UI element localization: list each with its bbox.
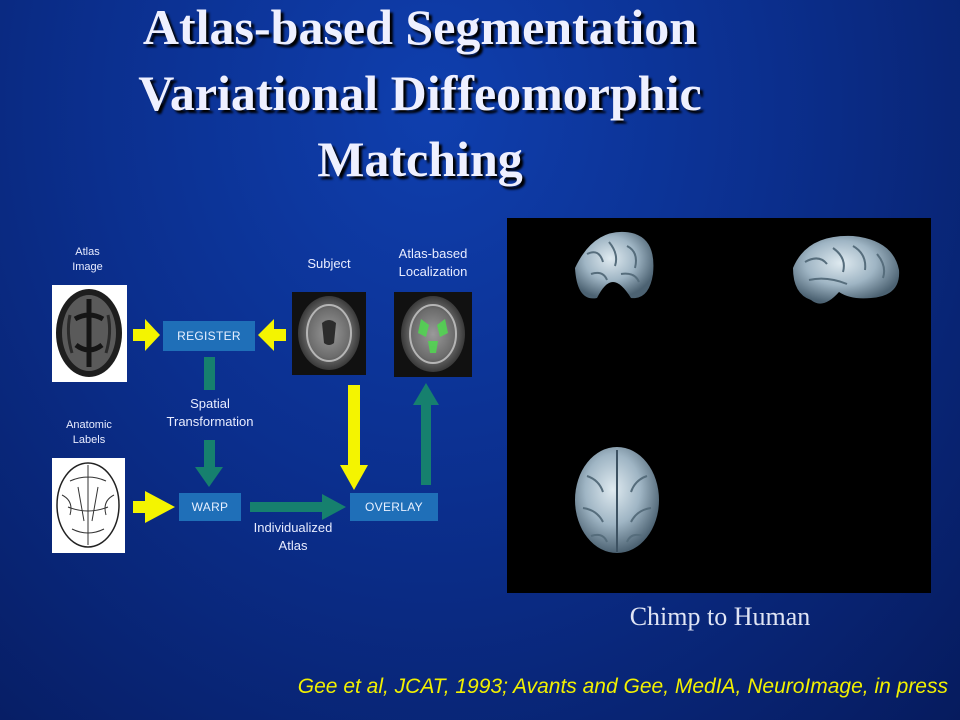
register-to-warp-connector	[204, 357, 215, 390]
anatomic-labels-thumbnail	[52, 458, 125, 553]
warp-box: WARP	[179, 493, 241, 521]
title-line-1: Atlas-based Segmentation	[142, 0, 698, 55]
spatial-transformation-label-line-2: Transformation	[166, 413, 254, 429]
individualized-atlas-label-line-2: Atlas	[278, 537, 308, 553]
subject-to-register-arrow	[258, 319, 286, 351]
anatomic-labels-label-line-2: Labels	[72, 433, 106, 446]
warp-to-overlay-arrow	[250, 494, 346, 520]
slide-title: Atlas-based Segmentation Variational Dif…	[40, 0, 800, 192]
spatial-transformation-label: Spatial Transformation	[145, 395, 275, 430]
brain-side-view	[793, 235, 900, 304]
atlas-image-label-line-2: Image	[72, 260, 103, 273]
title-line-3: Matching	[317, 131, 523, 187]
labels-to-warp-arrow	[133, 491, 175, 523]
spatial-transformation-label-line-1: Spatial	[190, 396, 230, 411]
atlas-localization-label-line-2: Localization	[398, 263, 468, 279]
spatial-transformation-arrow	[195, 440, 223, 487]
atlas-image-label-line-1: Atlas	[75, 246, 100, 258]
atlas-to-register-arrow	[133, 319, 160, 351]
individualized-atlas-label: Individualized Atlas	[233, 519, 353, 554]
atlas-image-label: Atlas Image	[55, 245, 120, 275]
subject-label: Subject	[307, 256, 351, 271]
diagram-graphics	[52, 285, 472, 553]
brain-top-view	[575, 447, 659, 553]
overlay-box: OVERLAY	[350, 493, 438, 521]
anatomic-labels-label: Anatomic Labels	[54, 418, 124, 448]
subject-scan-thumbnail	[292, 292, 366, 375]
brain-renderings-panel	[507, 218, 931, 593]
panel-caption: Chimp to Human	[629, 602, 811, 631]
individualized-atlas-label-line-1: Individualized	[253, 520, 333, 535]
segmentation-flow-diagram: Atlas Image Anatomic Labels Subject Atla…	[0, 215, 500, 595]
anatomic-labels-label-line-1: Anatomic	[66, 419, 112, 431]
subject-to-overlay-arrow	[340, 385, 368, 490]
overlay-to-localization-arrow	[413, 383, 439, 485]
brain-renderings	[575, 231, 900, 553]
atlas-image-thumbnail	[52, 285, 127, 382]
atlas-localization-label: Atlas-based Localization	[380, 245, 486, 280]
register-box: REGISTER	[163, 321, 255, 351]
brain-front-view	[575, 231, 654, 299]
title-line-2: Variational Diffeomorphic	[138, 65, 702, 121]
citation-text: Gee et al, JCAT, 1993; Avants and Gee, M…	[297, 675, 948, 698]
atlas-localization-label-line-1: Atlas-based	[398, 246, 468, 261]
localization-scan-thumbnail	[394, 292, 472, 377]
